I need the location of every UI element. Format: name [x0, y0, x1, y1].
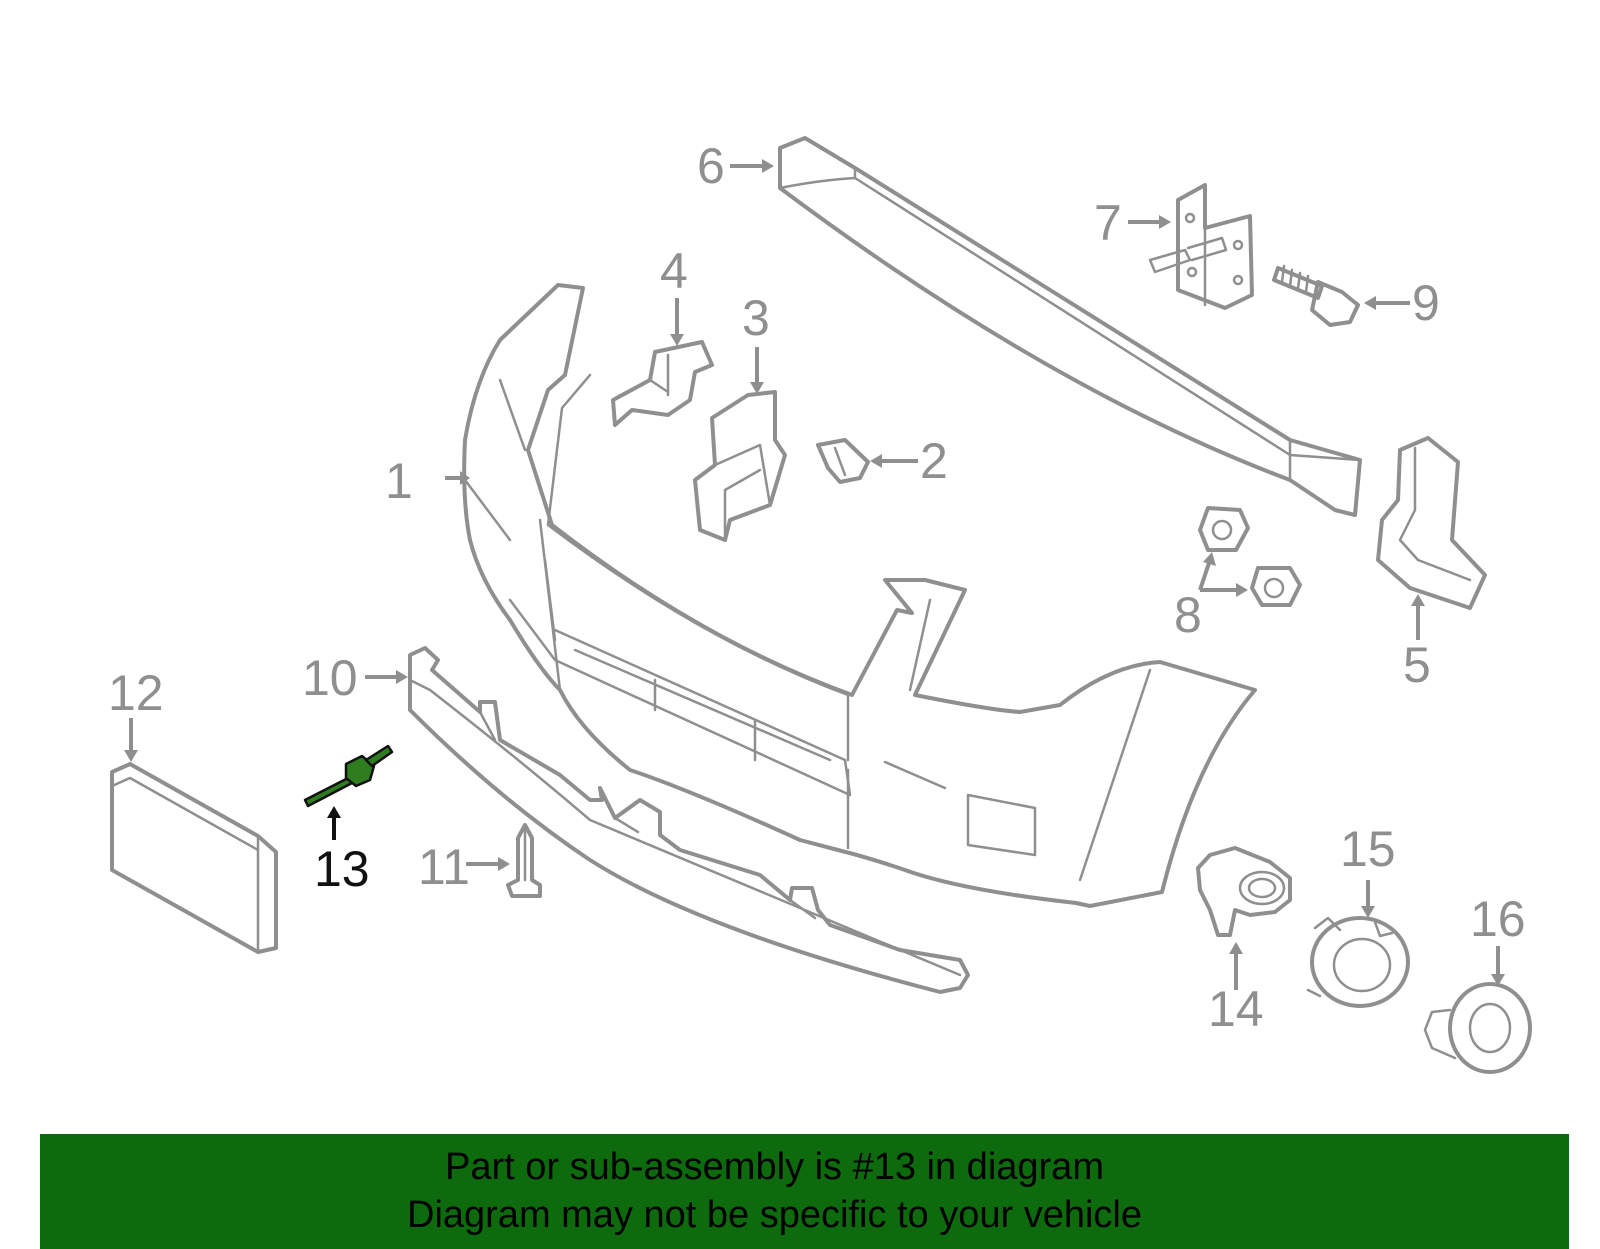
part-1-bumper-cover [462, 283, 1257, 908]
part-7-bracket [1148, 183, 1254, 310]
callout-13: 13 [314, 841, 370, 897]
callout-14: 14 [1208, 981, 1264, 1037]
part-2-clip [816, 438, 870, 484]
callout-3: 3 [742, 290, 770, 346]
callout-12: 12 [108, 665, 164, 721]
part-4-bracket [611, 340, 714, 427]
part-6-bumper-reinforcement [778, 136, 1362, 517]
callout-16: 16 [1470, 891, 1526, 947]
part-5-side-bracket [1376, 436, 1487, 610]
callout-5: 5 [1403, 637, 1431, 693]
part-11-push-pin [506, 823, 542, 898]
part-16-sensor-retainer [1423, 982, 1532, 1074]
callout-9: 9 [1412, 275, 1440, 331]
callout-15: 15 [1340, 821, 1396, 877]
callout-2: 2 [920, 433, 948, 489]
callout-8: 8 [1174, 587, 1202, 643]
banner-disclaimer: Diagram may not be specific to your vehi… [407, 1194, 1142, 1236]
info-banner: Part or sub-assembly is #13 in diagram D… [40, 1134, 1569, 1249]
callout-6: 6 [697, 138, 725, 194]
part-10-lower-absorber [408, 646, 970, 994]
callout-10: 10 [302, 650, 358, 706]
callout-arrows [124, 159, 1505, 990]
part-9-bolt [1272, 264, 1360, 327]
banner-part-note: Part or sub-assembly is #13 in diagram [445, 1146, 1104, 1188]
callout-11: 11 [418, 839, 470, 895]
part-13-highlighted-part[interactable] [303, 744, 394, 808]
callout-7: 7 [1094, 195, 1122, 251]
callout-4: 4 [660, 243, 688, 299]
part-12-license-bracket [110, 762, 278, 954]
part-14-sensor [1196, 846, 1292, 937]
callout-1: 1 [385, 453, 413, 509]
part-3-bracket [693, 390, 787, 542]
part-15-sensor-bracket [1306, 916, 1410, 1008]
part-8-nuts [1198, 506, 1302, 607]
